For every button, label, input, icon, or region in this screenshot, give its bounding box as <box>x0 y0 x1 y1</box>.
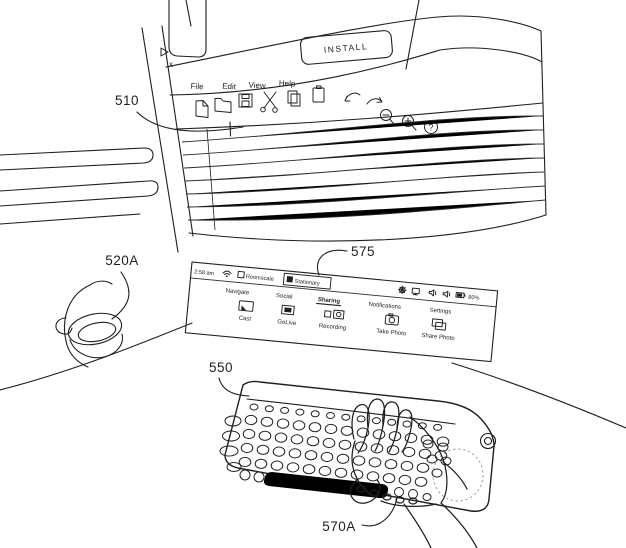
leader-570A <box>361 496 398 527</box>
svg-text:?: ? <box>428 123 433 133</box>
svg-text:INSTALL: INSTALL <box>323 41 368 55</box>
keyboard-top-band <box>246 398 456 425</box>
window-right-edge <box>540 30 547 216</box>
hand <box>349 398 478 548</box>
settings-gear-icon[interactable] <box>398 285 407 295</box>
panel-menu-sharing[interactable]: Sharing <box>318 297 341 305</box>
desk-edges <box>0 147 626 429</box>
thumb <box>349 478 381 504</box>
redo-icon[interactable] <box>366 97 383 105</box>
play-icon[interactable] <box>160 47 169 57</box>
panel-menu-row: Navigate Social Sharing Notifications Se… <box>225 288 451 316</box>
window-bottom-edge <box>188 214 547 242</box>
battery-percent: 80% <box>468 295 480 302</box>
keyboard[interactable] <box>219 380 497 512</box>
ring-finger <box>382 401 400 453</box>
panel-border <box>184 261 499 363</box>
action-golive[interactable]: GoLive <box>277 304 299 327</box>
install-window-edge <box>405 0 420 70</box>
hand-inner-edge <box>351 440 373 496</box>
copy-icon[interactable] <box>287 90 301 107</box>
menu-separator <box>169 47 543 96</box>
clock: 2:58 am <box>194 269 215 277</box>
battery-icon <box>455 292 466 299</box>
middle-finger <box>366 398 386 452</box>
svg-text:GoLive: GoLive <box>277 319 297 327</box>
menu-file[interactable]: File <box>190 82 204 92</box>
keyboard-keys[interactable] <box>219 403 452 501</box>
arm-left <box>403 503 432 548</box>
menu-view[interactable]: View <box>248 81 266 91</box>
ref-570A: 570A <box>322 519 356 534</box>
panel-actions: Cast GoLive Recording Take Photo <box>238 300 457 342</box>
new-document-icon[interactable] <box>195 100 209 118</box>
svg-text:Take Photo: Take Photo <box>376 329 407 338</box>
action-cast[interactable]: Cast <box>238 300 254 323</box>
ref-520A: 520A <box>105 253 139 268</box>
ref-510: 510 <box>115 93 139 108</box>
svg-text:Roomscale: Roomscale <box>246 274 274 283</box>
leader-550 <box>218 377 250 397</box>
spacebar <box>263 472 389 499</box>
sharing-underline <box>316 302 342 307</box>
svg-text:Share Photo: Share Photo <box>421 333 455 342</box>
action-share-photo[interactable]: Share Photo <box>421 318 457 342</box>
mug-handle <box>55 317 73 335</box>
ref-575: 575 <box>351 244 375 259</box>
document-area[interactable] <box>181 115 547 242</box>
panel-menu-notifications[interactable]: Notifications <box>368 302 401 311</box>
close-icon[interactable]: x <box>169 60 173 69</box>
leader-510 <box>136 111 244 132</box>
hand-outer-edge <box>409 416 448 504</box>
open-folder-icon[interactable] <box>214 98 232 113</box>
undo-icon[interactable] <box>344 92 361 102</box>
tab-roomscale[interactable]: Roomscale <box>237 270 275 283</box>
pinky-finger <box>396 409 413 453</box>
action-take-photo[interactable]: Take Photo <box>376 313 409 338</box>
editor-window: x File Edit View Help <box>141 0 547 253</box>
thumb-side-stroke <box>442 461 468 490</box>
menu-help[interactable]: Help <box>279 79 296 89</box>
volume2-icon[interactable] <box>442 290 451 298</box>
paste-icon[interactable] <box>312 85 325 103</box>
display-icon[interactable] <box>411 287 420 296</box>
toolbar-separator <box>175 102 544 130</box>
cut-icon[interactable] <box>260 91 278 113</box>
svg-text:Cast: Cast <box>238 316 251 323</box>
panel-menu-navigate[interactable]: Navigate <box>225 288 250 296</box>
tab-stationary[interactable]: Stationary <box>282 272 332 290</box>
install-button[interactable]: INSTALL <box>299 30 393 65</box>
leader-575 <box>317 249 348 276</box>
trackpad[interactable] <box>432 448 484 502</box>
menu-bar: File Edit View Help <box>190 79 296 92</box>
wifi-icon <box>222 270 232 278</box>
mini-panel: x <box>160 0 207 69</box>
save-icon[interactable] <box>238 93 253 108</box>
svg-text:Recording: Recording <box>319 323 347 332</box>
leader-520A <box>111 271 130 320</box>
trackball-button[interactable] <box>479 432 497 450</box>
panel-menu-social[interactable]: Social <box>276 293 293 301</box>
mug <box>55 280 124 368</box>
menu-edit[interactable]: Edit <box>222 82 237 92</box>
install-window: INSTALL <box>299 0 420 70</box>
zoom-out-icon[interactable] <box>380 109 395 125</box>
svg-text:Stationary: Stationary <box>294 279 320 287</box>
volume-icon[interactable] <box>428 289 437 297</box>
arm-right <box>440 502 478 548</box>
toolbar: ? <box>195 85 438 134</box>
dashboard-panel: 2:58 am Roomscale Stationary <box>184 261 499 363</box>
wrist-crease <box>380 500 437 508</box>
keyboard-body <box>224 380 495 512</box>
reference-labels: 510 520A 550 575 570A <box>105 93 398 534</box>
ref-550: 550 <box>209 360 233 375</box>
panel-top-strip: 2:58 am Roomscale Stationary <box>194 269 480 302</box>
action-recording[interactable]: Recording <box>319 309 348 332</box>
panel-menu-settings[interactable]: Settings <box>429 308 451 316</box>
